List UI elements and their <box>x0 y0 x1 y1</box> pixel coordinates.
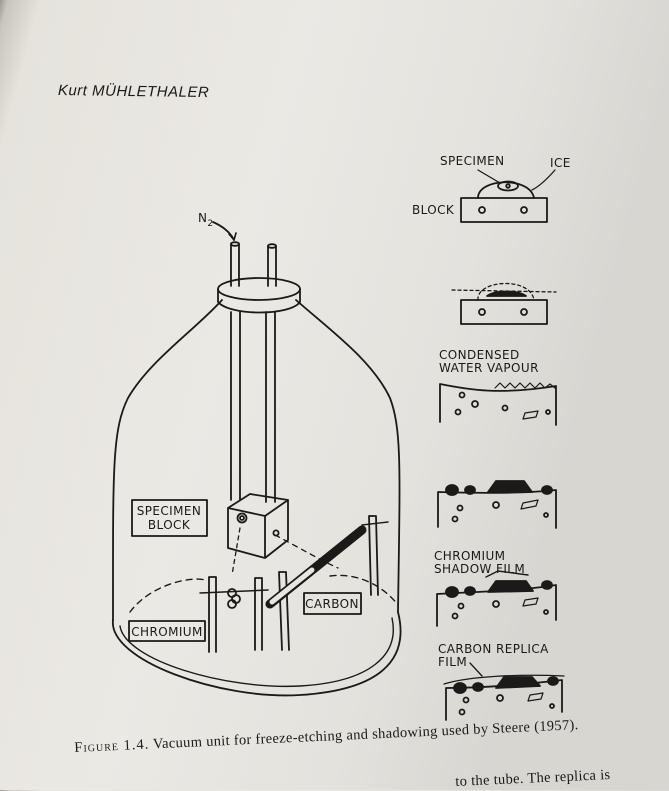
block-label: BLOCK <box>412 203 455 217</box>
condensed-water-vapour-label-line1: CONDENSED <box>439 348 520 362</box>
carbon-replica-film-label-line2: FILM <box>438 655 467 669</box>
specimen-label: SPECIMEN <box>440 154 504 168</box>
condensed-water-vapour-label-line2: WATER VAPOUR <box>439 361 539 375</box>
step2-block <box>460 299 548 325</box>
chromium-electrode-left <box>208 576 217 653</box>
specimen-block <box>227 493 289 559</box>
carbon-post-right <box>368 515 379 596</box>
chromium-label-box <box>128 620 206 642</box>
chromium-shadow-film-label-line2: SHADOW FILM <box>434 562 525 576</box>
step2-fracture-dome <box>477 282 535 301</box>
support-rod-left <box>230 311 241 501</box>
carbon-rod-post <box>278 571 290 651</box>
chromium-electrode-right <box>254 577 263 651</box>
specimen-block-label-box <box>131 499 208 537</box>
step3-surface <box>439 383 557 426</box>
tube-left <box>230 243 240 287</box>
chromium-shadow-film-label-line1: CHROMIUM <box>434 549 505 563</box>
figure-number: Figure 1.4. <box>74 736 150 756</box>
carbon-label-box <box>303 592 362 615</box>
carbon-label: CARBON <box>305 597 359 611</box>
tube-right <box>267 245 277 287</box>
bell-jar-base-front <box>112 611 402 697</box>
collar-side <box>217 288 301 314</box>
carbon-replica-film-label-line1: CARBON REPLICA <box>438 642 549 656</box>
bell-jar-base-back-right <box>329 574 399 606</box>
bell-jar-base-back <box>129 578 206 613</box>
bell-jar-base-front-inner <box>119 617 394 688</box>
step1-block <box>460 197 548 223</box>
specimen-block-label-line2: BLOCK <box>148 518 191 532</box>
bell-jar-outline <box>112 299 401 621</box>
specimen-block-label-line1: SPECIMEN <box>137 504 201 518</box>
n2-label: N2 <box>198 211 214 229</box>
ice-label: ICE <box>550 156 571 170</box>
chromium-label: CHROMIUM <box>131 625 202 639</box>
chromium-filament <box>199 589 269 594</box>
support-rod-right <box>265 311 276 503</box>
